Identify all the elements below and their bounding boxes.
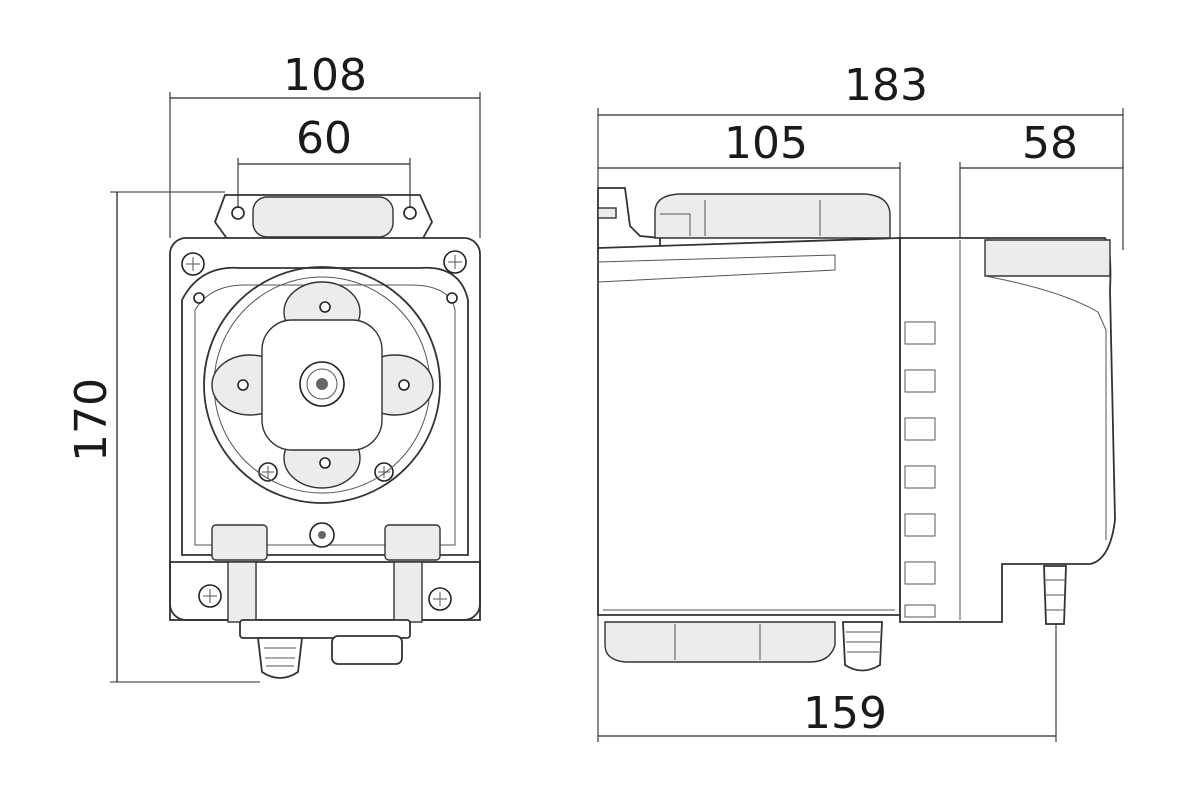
side-bottom-cap: [604, 621, 836, 663]
bracket-hole-left: [231, 206, 245, 220]
dim-58: 58: [1022, 118, 1078, 169]
side-view: [597, 187, 1116, 672]
front-view: [169, 194, 481, 679]
dim-60: 60: [296, 113, 352, 164]
top-cap: [252, 196, 394, 238]
side-main-body: [597, 237, 901, 616]
dim-159: 159: [803, 688, 887, 739]
bracket-hole-right: [403, 206, 417, 220]
dim-183: 183: [844, 60, 928, 111]
side-rear-housing: [899, 237, 1116, 623]
vent-slots: [904, 321, 936, 618]
side-cable-gland: [842, 621, 883, 672]
dim-170: 170: [66, 378, 117, 462]
pump-head-ring: [203, 266, 441, 504]
side-dimensions: 183 105 58 159: [597, 60, 1124, 742]
dim-108: 108: [283, 50, 367, 101]
front-inner-frame: [181, 266, 469, 556]
front-dimensions: 108 60 170: [66, 50, 481, 683]
side-top-cap: [654, 193, 891, 239]
rear-cover-top: [984, 239, 1111, 277]
tube-fitting-right: [384, 524, 441, 561]
tube-fitting-left: [211, 524, 268, 561]
tube-right: [393, 561, 423, 623]
side-bracket: [597, 187, 661, 253]
tube-left: [227, 561, 257, 623]
dim-105: 105: [724, 118, 808, 169]
bottom-plate: [239, 619, 411, 639]
cable-gland-right: [331, 635, 403, 665]
